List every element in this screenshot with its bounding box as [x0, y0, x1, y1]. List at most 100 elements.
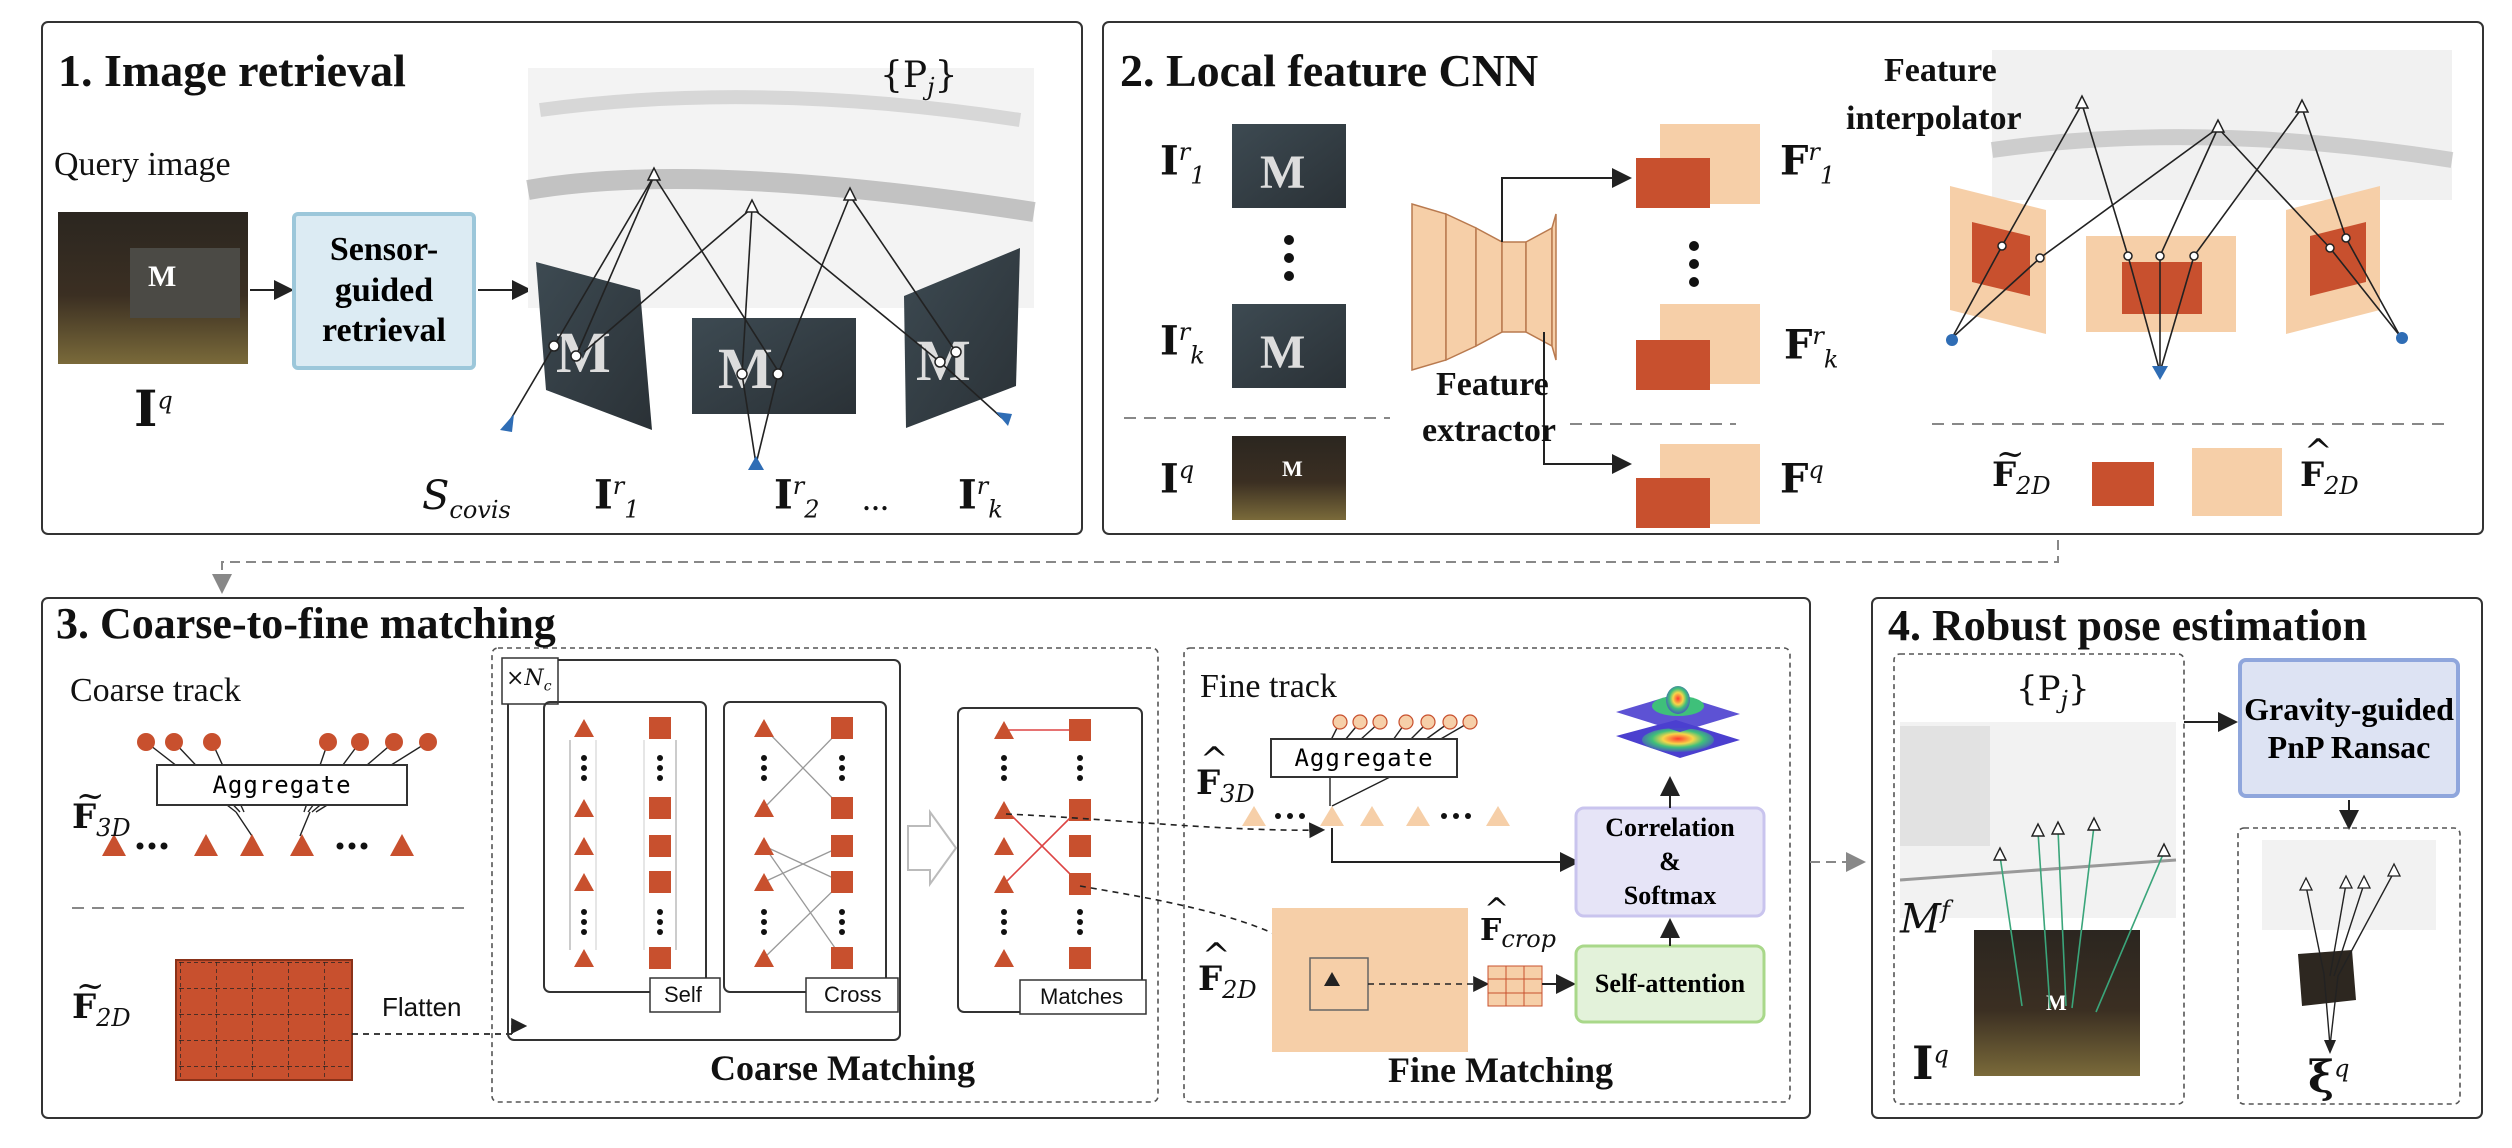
triangle-node	[754, 949, 774, 967]
match-edge	[763, 727, 843, 809]
legend-tilde-swatch	[2092, 462, 2154, 506]
ellipsis-dot	[1077, 775, 1083, 781]
triangle-node	[994, 801, 1014, 819]
square-node	[1069, 947, 1091, 969]
panel-1-frame	[41, 21, 1083, 535]
f2d-hat-label: ^F2D	[1198, 936, 1257, 1004]
ellipsis-dot	[1001, 909, 1007, 915]
ellipsis-dot	[839, 765, 845, 771]
ellipsis-dot	[1077, 755, 1083, 761]
self-block	[543, 701, 707, 993]
ref-2-label: Ir2	[774, 471, 820, 524]
ellipsis-dot	[581, 755, 587, 761]
matches-label: Matches	[1040, 984, 1124, 1009]
panel-3-frame	[41, 597, 1811, 1119]
ellipsis-dot	[1077, 919, 1083, 925]
ellipsis-dot	[761, 755, 767, 761]
i1r-label: Ir1	[1160, 137, 1206, 190]
svg-text:M: M	[1260, 146, 1305, 199]
triangle-node	[574, 719, 594, 737]
ellipsis-dot	[839, 755, 845, 761]
fine-track-label: Fine track	[1200, 668, 1337, 705]
fine-feature-map	[1272, 908, 1468, 1052]
ellipsis-dot	[761, 765, 767, 771]
sensor-guided-retrieval-box: Sensor-guided retrieval	[292, 212, 476, 370]
ellipsis-dot	[657, 755, 663, 761]
ellipsis-dot	[1001, 929, 1007, 935]
ref-1-label: Ir1	[594, 471, 640, 524]
match-edge	[1003, 807, 1081, 885]
ref-image-k	[904, 248, 1020, 428]
flatten-label: Flatten	[382, 992, 462, 1022]
panel-4-frame	[1871, 597, 2483, 1119]
interp-label-2: interpolator	[1846, 100, 2022, 137]
corr-line-3: Softmax	[1623, 880, 1717, 910]
triangle-node	[574, 799, 594, 817]
panel-3-title: 3. Coarse-to-fine matching	[56, 599, 556, 648]
coarse-track-label: Coarse track	[70, 672, 241, 709]
correlation-softmax-box: Correlation & Softmax	[1576, 808, 1764, 916]
fkr-label: Frk	[1784, 321, 1839, 374]
panel-4-title: 4. Robust pose estimation	[1888, 601, 2368, 650]
crop-grid	[1487, 965, 1543, 1007]
ellipsis-dot	[761, 929, 767, 935]
square-node	[831, 947, 853, 969]
ellipsis-dot	[657, 929, 663, 935]
ellipsis-dot	[839, 929, 845, 935]
square-node	[831, 797, 853, 819]
ellipsis-dot	[581, 919, 587, 925]
self-attention-box: Self-attention	[1594, 969, 1746, 998]
square-node	[649, 947, 671, 969]
square-node	[831, 871, 853, 893]
panel-2-to-3-connector	[212, 540, 2059, 594]
ellipsis-dot	[1077, 929, 1083, 935]
f3d-hat-label: ^F3D	[1196, 740, 1255, 808]
f-crop-label: ^Fcrop	[1480, 892, 1557, 953]
interp-label-1: Feature	[1884, 52, 1997, 89]
point-cloud-label-1: {Pj}	[880, 55, 958, 102]
match-edge	[763, 845, 843, 883]
ellipsis-dot	[581, 775, 587, 781]
svg-text:M: M	[148, 260, 176, 293]
pose-right-frame	[2237, 827, 2461, 1105]
times-nc-label: ×Nc	[506, 666, 552, 695]
triangle-node	[754, 873, 774, 891]
triangle-node	[994, 875, 1014, 893]
hat-f2d-label: ^F2D	[2300, 432, 2359, 500]
ellipsis-dot	[839, 775, 845, 781]
feature-extractor-shape	[1411, 202, 1557, 372]
square-node	[649, 871, 671, 893]
fine-matching-frame	[1183, 647, 1791, 1103]
pose-left-frame	[1893, 653, 2185, 1105]
point-cloud-label-2: {Pj}	[2016, 669, 2090, 714]
ref-image-1	[536, 262, 652, 430]
triangle-node	[574, 873, 594, 891]
svg-text:M: M	[556, 320, 611, 385]
ref-thumb-1	[1232, 124, 1346, 208]
query-image-label: Query image	[54, 146, 231, 183]
triangle-node	[994, 949, 1014, 967]
ellipsis-dot	[581, 909, 587, 915]
ellipsis-dot	[1001, 775, 1007, 781]
triangle-node	[754, 799, 774, 817]
square-node	[649, 717, 671, 739]
cross-label: Cross	[824, 982, 882, 1007]
ikr-label: Irk	[1160, 317, 1205, 370]
panel-1-title: 1. Image retrieval	[58, 45, 406, 96]
square-node	[1069, 835, 1091, 857]
tilde-f2d-label: ~F2D	[1992, 434, 2051, 500]
pose-iq-label: Iq	[1912, 1036, 1949, 1090]
square-node	[649, 797, 671, 819]
fq-label: Fq	[1780, 455, 1824, 503]
feature-maps	[1636, 124, 1760, 528]
gravity-pnp-box: Gravity-guided PnP Ransac	[2244, 690, 2454, 765]
ellipsis-dot	[1001, 765, 1007, 771]
ellipsis-dot	[657, 765, 663, 771]
hollow-arrow	[907, 808, 958, 888]
coarse-matching-label: Coarse Matching	[710, 1048, 975, 1088]
aggregate-box-fine: Aggregate	[1270, 738, 1458, 778]
map-label: Mf	[1900, 896, 1950, 943]
square-node	[1069, 719, 1091, 741]
